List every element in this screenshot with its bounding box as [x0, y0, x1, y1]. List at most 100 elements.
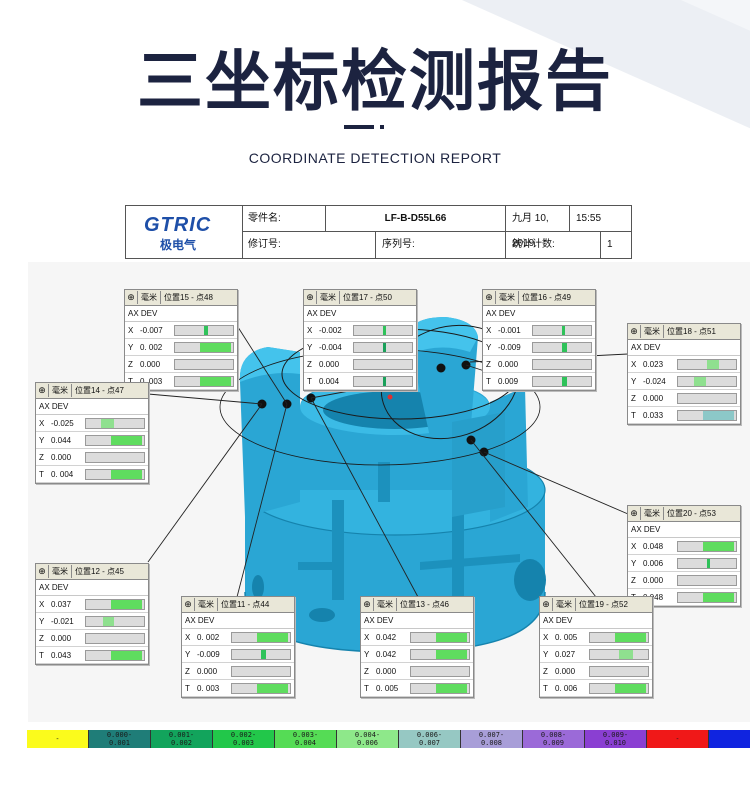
axdev-label: AX DEV	[483, 306, 595, 322]
deviation-bar	[353, 341, 413, 353]
deviation-bar	[231, 631, 291, 643]
logo-wordmark: GTRIC	[144, 214, 212, 236]
axis-label: Y	[39, 616, 45, 626]
deviation-bar-fill	[615, 632, 646, 642]
unit-label: 毫米	[317, 291, 340, 304]
position-label: 位置14 - 点47	[75, 386, 124, 395]
legend-range-start: 0.001-	[168, 731, 195, 739]
deviation-bar-fill	[383, 376, 386, 386]
part-jaw-left	[239, 347, 300, 517]
panel-header: ⊕毫米位置13 - 点46	[361, 597, 473, 613]
axis-label: Y	[39, 435, 45, 445]
axis-label: X	[39, 599, 45, 609]
legend-range-start: -	[675, 735, 680, 743]
deviation-row-x: X-0.007	[125, 322, 237, 339]
axis-label: X	[631, 359, 637, 369]
deviation-bar-fill	[619, 649, 633, 659]
deviation-bar	[85, 615, 145, 627]
axis-label: T	[631, 410, 636, 420]
deviation-bar-fill	[694, 376, 706, 386]
legend-range-start: 0.009-	[602, 731, 629, 739]
deviation-bar	[353, 358, 413, 370]
legend-range-end: 0.009	[542, 739, 565, 747]
deviation-bar-fill	[257, 632, 288, 642]
deviation-row-x: X 0.023	[628, 356, 740, 373]
legend-swatch: 0.002-0.003	[213, 730, 275, 748]
axis-label: T	[128, 376, 133, 386]
part-slot-left	[332, 500, 344, 600]
axis-label: T	[543, 683, 548, 693]
deviation-bar-fill	[436, 649, 467, 659]
origin-marker	[387, 394, 393, 400]
legend-range-end: 0.002	[170, 739, 193, 747]
deviation-value: 0. 005	[555, 632, 578, 642]
deviation-row-y: Y-0.024	[628, 373, 740, 390]
legend-swatch: 0.009-0.010	[585, 730, 647, 748]
deviation-bar	[589, 648, 649, 660]
deviation-row-x: X-0.025	[36, 415, 148, 432]
deviation-value: 0.000	[140, 359, 161, 369]
crosshair-icon: ⊕	[483, 291, 496, 304]
legend-swatch: 0.007-0.008	[461, 730, 523, 748]
deviation-bar-fill	[615, 683, 646, 693]
count-label: 统计计数:	[506, 232, 601, 258]
deviation-value: 0. 002	[140, 342, 163, 352]
position-label: 位置17 - 点50	[343, 293, 392, 302]
report-header-table: GTRIC 极电气 零件名: LF-B-D55L66 九月 10, 2019 1…	[125, 205, 632, 259]
axdev-label: AX DEV	[361, 613, 473, 629]
axdev-label: AX DEV	[182, 613, 294, 629]
position-label: 位置19 - 点52	[579, 600, 628, 609]
deviation-value: 0.023	[643, 359, 664, 369]
deviation-bar	[532, 324, 592, 336]
deviation-row-y: Y-0.009	[483, 339, 595, 356]
leader-lines	[147, 323, 629, 598]
part-front-hole	[309, 608, 335, 622]
legend-swatch: 0.003-0.004	[275, 730, 337, 748]
legend-swatch: -	[647, 730, 709, 748]
axis-label: T	[39, 469, 44, 479]
panel-header: ⊕毫米位置14 - 点47	[36, 383, 148, 399]
crosshair-icon: ⊕	[304, 291, 317, 304]
legend-swatch: 0.006-0.007	[399, 730, 461, 748]
deviation-value: 0. 003	[197, 683, 220, 693]
company-logo: GTRIC 极电气	[126, 206, 243, 258]
deviation-bar	[589, 682, 649, 694]
legend-swatch: 0.001-0.002	[151, 730, 213, 748]
page-title: 三坐标检测报告	[137, 43, 613, 120]
deviation-bar	[353, 324, 413, 336]
panel-header: ⊕毫米位置15 - 点48	[125, 290, 237, 306]
deviation-value: 0.037	[51, 599, 72, 609]
unit-label: 毫米	[553, 598, 576, 611]
position-label: 位置15 - 点48	[164, 293, 213, 302]
deviation-bar	[85, 434, 145, 446]
part-slot-right	[452, 500, 464, 600]
deviation-value: -0.002	[319, 325, 342, 335]
panel-header: ⊕毫米位置16 - 点49	[483, 290, 595, 306]
legend-range-end: 0.006	[356, 739, 379, 747]
revision-label: 修订号:	[242, 232, 376, 258]
deviation-bar	[589, 631, 649, 643]
panel-header: ⊕毫米位置12 - 点45	[36, 564, 148, 580]
deviation-value: 0. 005	[376, 683, 399, 693]
legend-range-start: 0.006-	[416, 731, 443, 739]
deviation-value: 0. 006	[555, 683, 578, 693]
panel-header: ⊕毫米位置18 - 点51	[628, 324, 740, 340]
deviation-value: 0. 004	[51, 469, 74, 479]
deviation-bar	[677, 557, 737, 569]
deviation-row-x: X-0.002	[304, 322, 416, 339]
